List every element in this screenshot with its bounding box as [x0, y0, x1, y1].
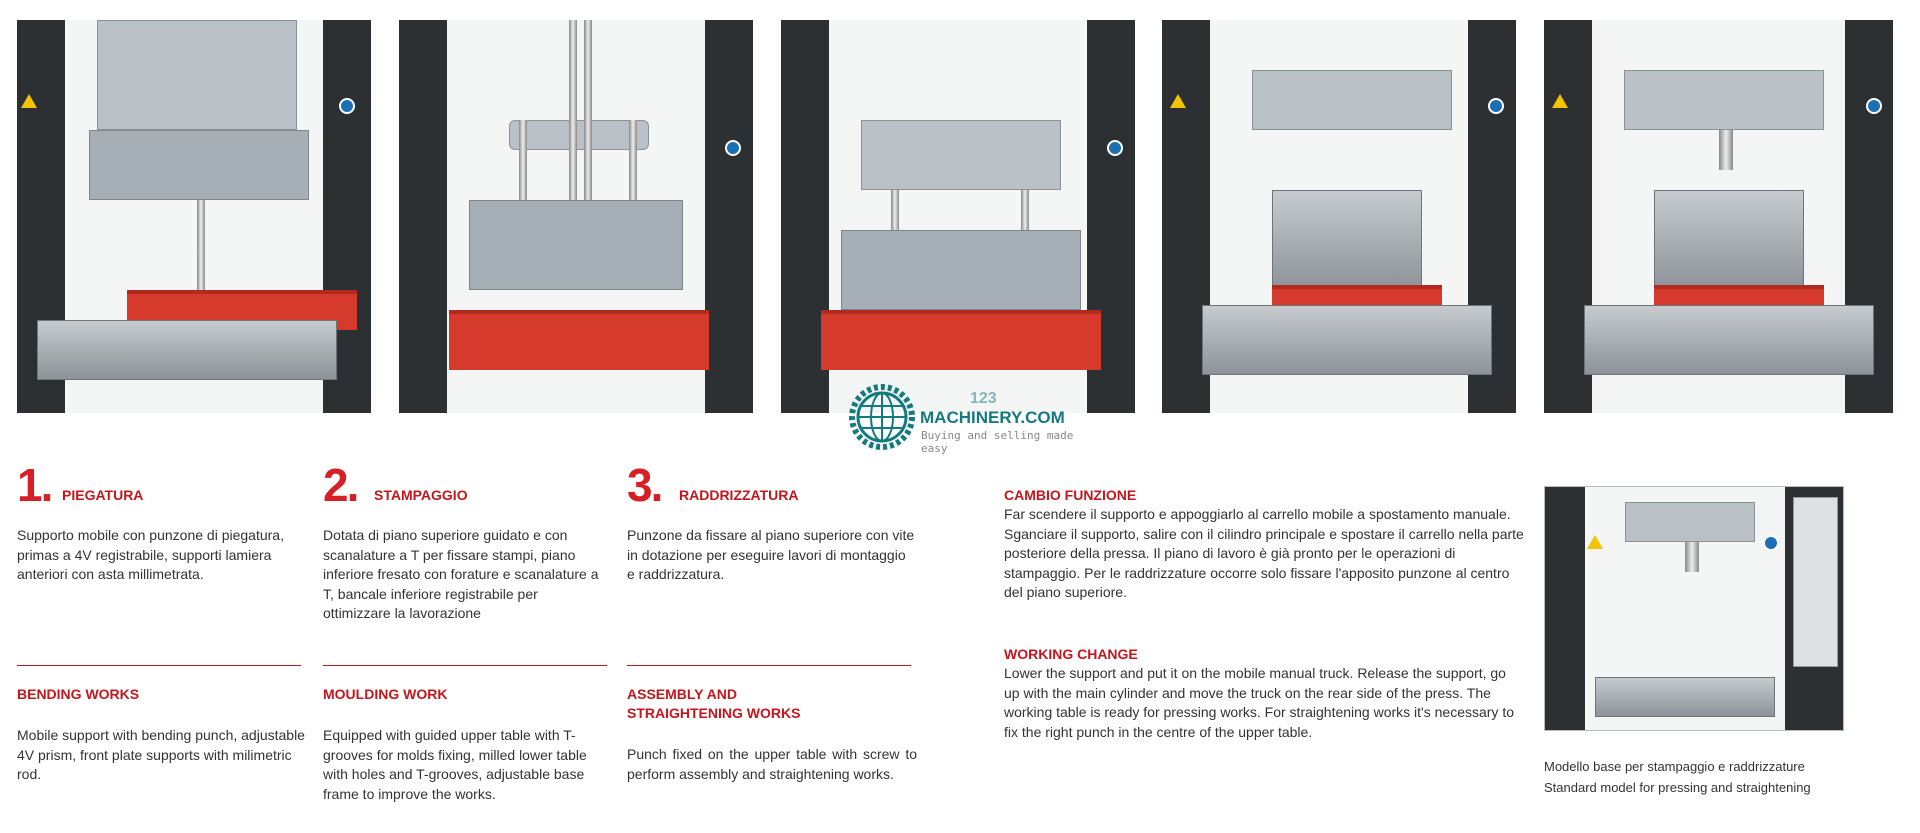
safety-sign-icon	[725, 140, 741, 156]
change-text-en: Lower the support and put it on the mobi…	[1004, 665, 1514, 740]
change-title-en: WORKING CHANGE	[1004, 646, 1138, 662]
safety-sign-icon	[1488, 98, 1504, 114]
section-text-it: Supporto mobile con punzone di piegatura…	[17, 527, 284, 583]
press-head	[97, 20, 297, 130]
section-title-en: MOULDING WORK	[323, 686, 448, 702]
safety-sign-icon	[1866, 98, 1882, 114]
photo-change-step-1	[1162, 20, 1516, 413]
section-title-it: STAMPAGGIO	[374, 487, 468, 503]
section-text-it: Punzone da fissare al piano superiore co…	[627, 527, 915, 583]
section-title-en: BENDING WORKS	[17, 686, 140, 702]
globe-gear-icon	[849, 384, 915, 450]
caption-en: Standard model for pressing and straight…	[1544, 780, 1811, 795]
change-text-it: Far scendere il supporto e appoggiarlo a…	[1004, 506, 1524, 601]
warning-icon	[1552, 94, 1568, 108]
logo-name: MACHINERY.COM	[920, 408, 1065, 427]
safety-sign-icon	[1763, 535, 1779, 551]
caption-it: Modello base per stampaggio e raddrizzat…	[1544, 759, 1805, 774]
photo-bending-setup	[17, 20, 371, 413]
safety-sign-icon	[1107, 140, 1123, 156]
change-title-it: CAMBIO FUNZIONE	[1004, 487, 1137, 503]
section-title-en: ASSEMBLY AND STRAIGHTENING WORKS	[627, 686, 801, 721]
section-text-it: Dotata di piano superiore guidato e con …	[323, 527, 599, 622]
divider	[17, 665, 301, 666]
section-title-it: RADDRIZZATURA	[679, 487, 799, 503]
photo-straightening-setup	[781, 20, 1135, 413]
logo-number: 123	[970, 390, 997, 407]
photo-change-step-2	[1544, 20, 1893, 413]
warning-icon	[21, 94, 37, 108]
logo-tagline: Buying and selling made easy	[921, 429, 1074, 455]
watermark-logo: 123 MACHINERY.COM Buying and selling mad…	[845, 380, 1085, 455]
section-title-it: PIEGATURA	[62, 487, 144, 503]
warning-icon	[1170, 94, 1186, 108]
divider	[323, 665, 607, 666]
section-number: 1.	[17, 459, 53, 511]
photo-moulding-setup	[399, 20, 753, 413]
section-number: 3.	[627, 459, 663, 511]
photo-standard-model	[1544, 486, 1844, 731]
divider	[627, 665, 911, 666]
section-text-en: Mobile support with bending punch, adjus…	[17, 727, 305, 783]
warning-icon	[1587, 535, 1603, 549]
section-text-en: Punch fixed on the upper table with scre…	[627, 746, 917, 782]
section-number: 2.	[323, 459, 359, 511]
section-text-en: Equipped with guided upper table with T-…	[323, 727, 587, 802]
control-panel	[1793, 497, 1838, 667]
safety-sign-icon	[339, 98, 355, 114]
